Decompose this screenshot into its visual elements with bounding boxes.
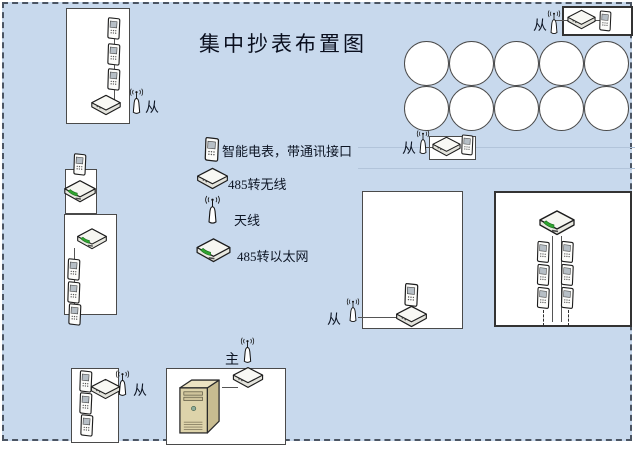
- rs485-wireless-converter-icon: [396, 305, 427, 328]
- connection-line: [358, 317, 400, 318]
- smart-meter-icon: [461, 134, 474, 156]
- smart-meter-icon: [68, 303, 82, 326]
- smart-meter-icon: [560, 240, 574, 263]
- smart-meter-icon: [73, 153, 87, 176]
- legend-label-485-ethernet: 485转以太网: [237, 249, 309, 264]
- rs485-wireless-converter-icon: [197, 167, 228, 190]
- rs485-ethernet-converter-icon: [77, 228, 107, 250]
- meter-cluster-circle: [494, 41, 539, 86]
- rs485-wireless-converter-icon: [567, 9, 596, 30]
- smart-meter-icon: [80, 414, 94, 437]
- connection-line: [424, 147, 436, 148]
- slave-label: 从: [533, 19, 547, 34]
- computer-tower-icon: [179, 379, 220, 434]
- antenna-icon: [416, 130, 430, 155]
- meter-cluster-circle: [539, 41, 584, 86]
- legend-label-antenna: 天线: [234, 213, 261, 228]
- connection-line: [222, 387, 238, 388]
- smart-meter-icon: [560, 286, 574, 309]
- grid-line: [358, 168, 635, 169]
- smart-meter-icon: [67, 258, 81, 281]
- smart-meter-icon: [560, 263, 574, 286]
- antenna-icon: [129, 88, 144, 114]
- rs485-wireless-converter-icon: [91, 94, 121, 116]
- slave-label: 从: [402, 142, 416, 157]
- meter-group-box-top-right: [562, 6, 633, 36]
- rs485-wireless-converter-icon: [432, 136, 461, 157]
- smart-meter-icon: [536, 286, 550, 309]
- meter-cluster-circle: [449, 41, 494, 86]
- smart-meter-icon: [536, 240, 550, 263]
- smart-meter-icon: [107, 68, 121, 91]
- smart-meter-icon: [107, 43, 121, 66]
- legend-label-485-wireless: 485转无线: [228, 177, 287, 192]
- meter-cluster-circle: [539, 86, 584, 131]
- meter-cluster-circle: [404, 86, 449, 131]
- meter-cluster-circle: [404, 41, 449, 86]
- antenna-icon: [115, 370, 130, 396]
- smart-meter-icon: [599, 10, 612, 32]
- meter-cluster-circle: [449, 86, 494, 131]
- antenna-icon: [240, 337, 255, 363]
- bus-line: [552, 236, 553, 322]
- smart-meter-icon: [107, 17, 121, 40]
- rs485-ethernet-converter-icon: [196, 238, 231, 263]
- master-label: 主: [225, 353, 239, 368]
- meter-group-box-mid-right: [362, 191, 463, 329]
- meter-group-box-bottom-left: [71, 368, 119, 443]
- bus-line-dashed: [568, 310, 569, 326]
- slave-label: 从: [133, 384, 147, 399]
- legend-label-smart-meter: 智能电表，带通讯接口: [222, 144, 353, 159]
- rs485-wireless-converter-icon: [232, 367, 264, 388]
- slave-label: 从: [327, 313, 341, 328]
- meter-cluster-circle: [494, 86, 539, 131]
- rs485-ethernet-converter-icon: [539, 210, 575, 236]
- meter-cluster-circle: [584, 86, 629, 131]
- rs485-ethernet-converter-icon: [64, 180, 96, 203]
- smart-meter-icon: [204, 137, 220, 162]
- diagram-title: 集中抄表布置图: [199, 32, 367, 56]
- slave-label: 从: [145, 101, 159, 116]
- antenna-icon: [346, 298, 360, 323]
- smart-meter-icon: [536, 263, 550, 286]
- bus-line-dashed: [543, 310, 544, 326]
- grid-line: [358, 147, 635, 148]
- meter-cluster-circle: [584, 41, 629, 86]
- antenna-icon: [547, 10, 561, 35]
- antenna-icon: [205, 195, 220, 224]
